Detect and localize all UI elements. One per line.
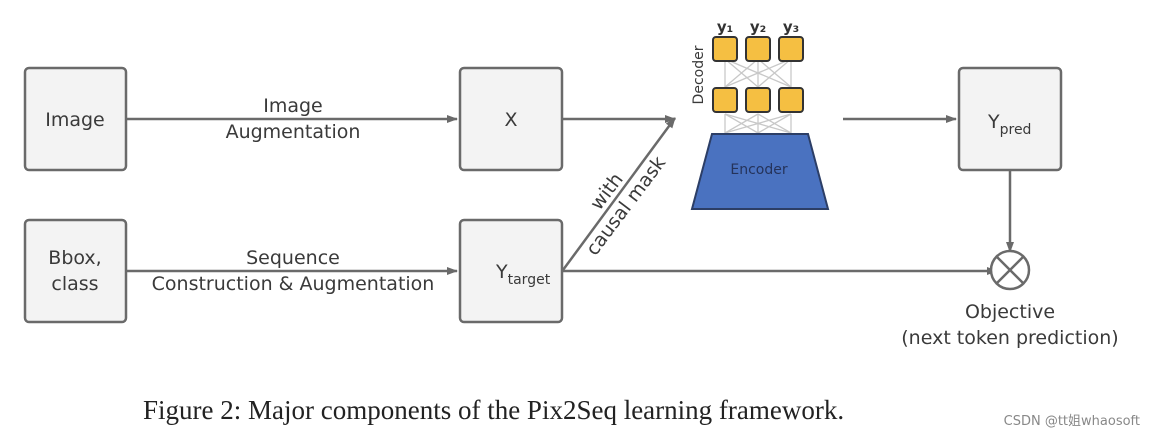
y-pred-label: Ypred — [987, 111, 1031, 138]
output-y2-label: y₂ — [750, 18, 766, 36]
encoder-label: Encoder — [730, 162, 787, 178]
decoder-output-token-3 — [778, 36, 804, 62]
y-pred-node: Ypred — [957, 66, 1063, 172]
decoder-label: Decoder — [691, 45, 707, 104]
seq-label-line2: Construction & Augmentation — [152, 273, 435, 295]
figure-caption: Figure 2: Major components of the Pix2Se… — [143, 395, 844, 425]
decoder-input-token-1 — [712, 87, 738, 113]
objective-otimes-icon — [989, 249, 1031, 291]
decoder-input-token-2 — [745, 87, 771, 113]
encoder-block — [690, 133, 830, 210]
decoder-input-token-3 — [778, 87, 804, 113]
y-target-node: Ytarget — [458, 218, 564, 324]
model: y₁ y₂ y₃ Decoder Encoder — [690, 18, 830, 210]
x-node-label: X — [504, 109, 517, 131]
watermark: CSDN @tt姐whaosoft — [1004, 414, 1140, 429]
y-target-label: Ytarget — [495, 261, 551, 288]
causal-mask-arrow — [561, 117, 677, 271]
bbox-class-node: Bbox, class — [23, 218, 128, 324]
objective-label: Objective — [965, 301, 1055, 323]
bbox-label-line1: Bbox, — [48, 247, 101, 269]
bbox-label-line2: class — [51, 273, 98, 295]
image-node-label: Image — [45, 109, 105, 131]
image-aug-label-line2: Augmentation — [226, 121, 361, 143]
seq-label-line1: Sequence — [246, 247, 340, 269]
objective-sublabel: (next token prediction) — [901, 327, 1118, 349]
decoder-connections — [724, 58, 792, 134]
decoder-output-token-1 — [712, 36, 738, 62]
x-node: X — [458, 66, 564, 172]
output-y1-label: y₁ — [717, 18, 733, 36]
image-aug-label-line1: Image — [263, 95, 323, 117]
output-y3-label: y₃ — [783, 18, 799, 36]
image-node: Image — [23, 66, 128, 172]
decoder-output-token-2 — [745, 36, 771, 62]
